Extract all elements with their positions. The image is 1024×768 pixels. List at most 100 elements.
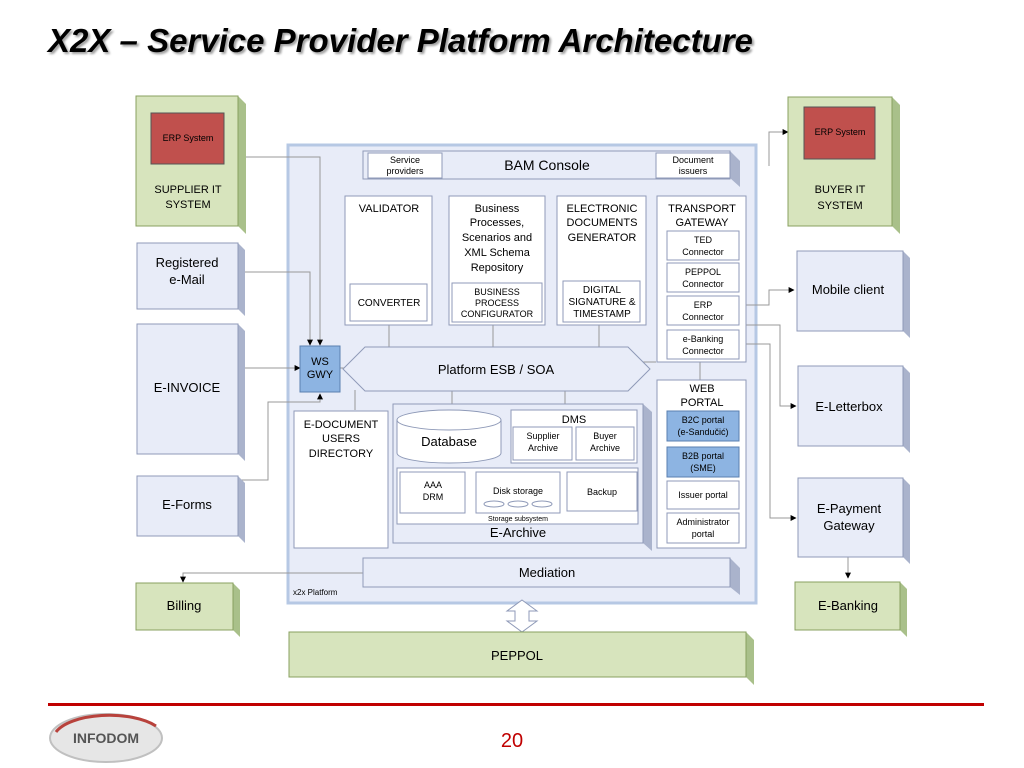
svg-text:ERP: ERP <box>694 300 713 310</box>
svg-text:SYSTEM: SYSTEM <box>817 200 862 212</box>
svg-text:issuers: issuers <box>679 166 708 176</box>
svg-text:Disk storage: Disk storage <box>493 486 543 496</box>
bam-console-label: BAM Console <box>504 157 590 173</box>
svg-text:Issuer portal: Issuer portal <box>678 490 728 500</box>
platform-esb: Platform ESB / SOA <box>342 346 651 392</box>
svg-text:TRANSPORT: TRANSPORT <box>668 203 736 215</box>
svg-text:Mobile client: Mobile client <box>812 282 885 297</box>
svg-text:VALIDATOR: VALIDATOR <box>359 203 420 215</box>
svg-text:ELECTRONIC: ELECTRONIC <box>567 203 638 215</box>
e-forms: E-Forms <box>136 475 245 543</box>
svg-text:E-INVOICE: E-INVOICE <box>154 380 221 395</box>
business-processes-repository: Business Processes, Scenarios and XML Sc… <box>448 195 546 326</box>
platform-label: x2x Platform <box>293 588 338 597</box>
svg-text:DRM: DRM <box>423 492 444 502</box>
svg-text:GWY: GWY <box>307 369 334 381</box>
converter-box <box>349 283 428 322</box>
svg-text:portal: portal <box>692 529 715 539</box>
database-cylinder <box>396 409 502 464</box>
buyer-erp-label: ERP System <box>815 127 866 137</box>
footer-divider <box>48 703 984 706</box>
e-letterbox: E-Letterbox <box>797 365 910 453</box>
svg-text:Registered: Registered <box>156 255 219 270</box>
svg-text:AAA: AAA <box>424 480 442 490</box>
supplier-erp-box <box>150 112 225 165</box>
svg-text:providers: providers <box>386 166 424 176</box>
e-archive-label: E-Archive <box>490 525 546 540</box>
svg-text:Connector: Connector <box>682 346 724 356</box>
svg-text:USERS: USERS <box>322 433 360 445</box>
svg-text:E-Banking: E-Banking <box>818 598 878 613</box>
service-providers-box <box>367 152 443 179</box>
svg-text:Document: Document <box>672 155 714 165</box>
supplier-erp-label: ERP System <box>163 133 214 143</box>
document-issuers-box <box>655 152 731 179</box>
svg-text:Mediation: Mediation <box>519 565 575 580</box>
svg-text:WEB: WEB <box>689 383 714 395</box>
svg-text:E-DOCUMENT: E-DOCUMENT <box>304 419 379 431</box>
peppol-connector <box>666 262 740 293</box>
disk-icon <box>483 500 553 508</box>
svg-text:Repository: Repository <box>471 262 524 274</box>
ebanking-connector <box>666 329 740 360</box>
ted-connector <box>666 230 740 261</box>
svg-text:Storage subsystem: Storage subsystem <box>488 516 548 523</box>
registered-email: Registered e-Mail <box>136 242 245 316</box>
svg-text:B2B portal: B2B portal <box>682 451 724 461</box>
svg-text:DMS: DMS <box>562 414 586 426</box>
page-number: 20 <box>500 730 524 752</box>
svg-text:Connector: Connector <box>682 247 724 257</box>
svg-text:INFODOM: INFODOM <box>73 730 139 746</box>
buyer-it-system: ERP System BUYER IT SYSTEM <box>787 96 900 234</box>
double-arrow-icon <box>505 599 539 633</box>
web-portal: WEB PORTAL B2C portal (e-Sandučić) B2B p… <box>656 379 747 549</box>
svg-text:(SME): (SME) <box>690 463 716 473</box>
b2b-portal <box>666 446 740 478</box>
svg-text:Archive: Archive <box>590 443 620 453</box>
svg-text:Archive: Archive <box>528 443 558 453</box>
svg-text:E-Forms: E-Forms <box>162 497 212 512</box>
svg-text:Buyer: Buyer <box>593 431 617 441</box>
erp-connector <box>666 295 740 326</box>
ws-gateway: WS GWY <box>299 345 341 393</box>
svg-text:Supplier: Supplier <box>526 431 559 441</box>
svg-text:BUYER IT: BUYER IT <box>815 184 866 196</box>
administrator-portal <box>666 512 740 544</box>
svg-text:BUSINESS: BUSINESS <box>474 287 520 297</box>
svg-text:Service: Service <box>390 155 420 165</box>
connection-lines <box>180 132 851 583</box>
svg-text:WS: WS <box>311 356 329 368</box>
e-payment-gateway: E-Payment Gateway <box>797 477 910 564</box>
b2c-portal <box>666 410 740 442</box>
svg-text:E-Letterbox: E-Letterbox <box>815 399 883 414</box>
svg-text:Platform ESB / SOA: Platform ESB / SOA <box>438 362 555 377</box>
svg-text:CONFIGURATOR: CONFIGURATOR <box>461 309 534 319</box>
svg-text:PORTAL: PORTAL <box>681 397 724 409</box>
supplier-archive-box <box>512 426 573 461</box>
mobile-client: Mobile client <box>796 250 910 338</box>
svg-text:DIRECTORY: DIRECTORY <box>309 448 374 460</box>
svg-text:Gateway: Gateway <box>823 518 875 533</box>
validator: VALIDATOR CONVERTER <box>344 195 433 326</box>
business-process-configurator-box <box>451 282 543 323</box>
transport-gateway: TRANSPORT GATEWAY TED Connector PEPPOL C… <box>656 195 747 363</box>
bam-console: Service providers BAM Console Document i… <box>362 150 740 187</box>
peppol: PEPPOL <box>288 631 754 685</box>
svg-text:(e-Sandučić): (e-Sandučić) <box>677 427 728 437</box>
svg-text:PEPPOL: PEPPOL <box>491 648 543 663</box>
e-invoice: E-INVOICE <box>136 323 245 461</box>
svg-text:Backup: Backup <box>587 487 617 497</box>
svg-text:CONVERTER: CONVERTER <box>358 298 421 309</box>
svg-text:SIGNATURE &: SIGNATURE & <box>568 297 635 308</box>
billing: Billing <box>135 582 240 637</box>
aaa-drm-box <box>399 471 466 514</box>
svg-text:PROCESS: PROCESS <box>475 298 519 308</box>
svg-text:GENERATOR: GENERATOR <box>568 232 637 244</box>
infodom-logo: INFODOM <box>49 713 163 763</box>
svg-text:DOCUMENTS: DOCUMENTS <box>567 217 638 229</box>
digital-signature-box <box>562 280 641 323</box>
svg-text:PEPPOL: PEPPOL <box>685 267 721 277</box>
svg-text:E-Payment: E-Payment <box>817 501 882 516</box>
e-document-users-directory: E-DOCUMENT USERS DIRECTORY <box>293 410 389 549</box>
